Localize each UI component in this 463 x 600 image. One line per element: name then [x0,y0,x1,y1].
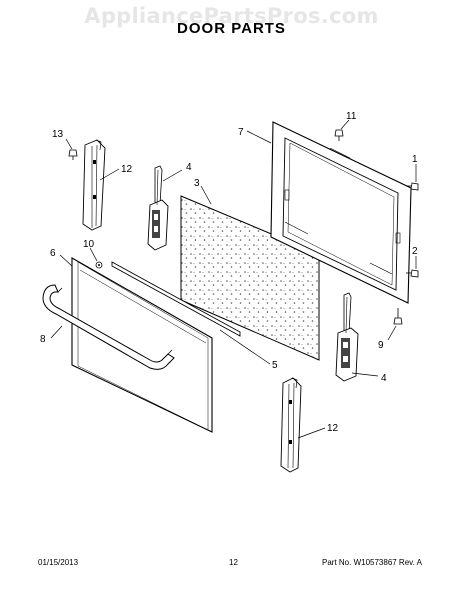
door-hinge-channel-12-bottom[interactable] [280,377,302,473]
callout-12-bottom: 12 [327,423,339,434]
door-hinge-channel-12-top[interactable] [82,139,106,231]
leader-6 [59,254,73,267]
callout-12-top: 12 [121,164,133,175]
watermark: AppliancePartsPros.com [84,4,379,28]
callout-5: 5 [272,360,278,371]
leader-4-bottom [351,372,379,377]
callout-10: 10 [83,239,95,250]
leader-4-top [162,169,183,182]
callout-1: 1 [412,154,418,165]
callout-3: 3 [194,178,200,189]
callout-4-bottom: 4 [381,373,387,384]
screw-11[interactable] [334,129,344,141]
leader-7 [246,130,272,144]
callout-2: 2 [412,246,418,257]
screw-1[interactable] [406,182,419,191]
callout-13: 13 [52,129,64,140]
page-title: DOOR PARTS [177,20,286,37]
hinge-4-top[interactable] [147,165,169,251]
leader-11 [340,119,350,130]
door-handle-8[interactable] [42,284,175,370]
door-strip-5[interactable] [111,261,241,337]
leader-12-top [99,168,120,181]
leader-9 [387,325,397,341]
footer-page-number: 12 [229,558,238,567]
footer-part-number: Part No. W10573867 Rev. A [322,558,422,567]
leader-5 [219,329,271,365]
hinge-4-bottom[interactable] [335,292,359,382]
footer-date: 01/15/2013 [38,558,79,567]
callout-6: 6 [50,248,56,259]
clip-10[interactable] [95,261,103,269]
leader-10 [89,247,98,262]
leader-13 [65,138,73,150]
callout-9: 9 [378,340,384,351]
leader-12-bottom [297,427,326,439]
callout-11: 11 [346,111,357,122]
inner-door-frame-7[interactable] [270,121,412,304]
callout-8: 8 [40,334,46,345]
leader-8 [50,325,63,339]
outer-door-panel-6[interactable] [71,257,213,433]
screw-2[interactable] [406,269,419,278]
screw-9[interactable] [393,308,403,325]
callout-7: 7 [238,127,244,138]
callout-4-top: 4 [186,162,192,173]
screw-13[interactable] [68,149,78,160]
leader-3 [200,185,212,205]
